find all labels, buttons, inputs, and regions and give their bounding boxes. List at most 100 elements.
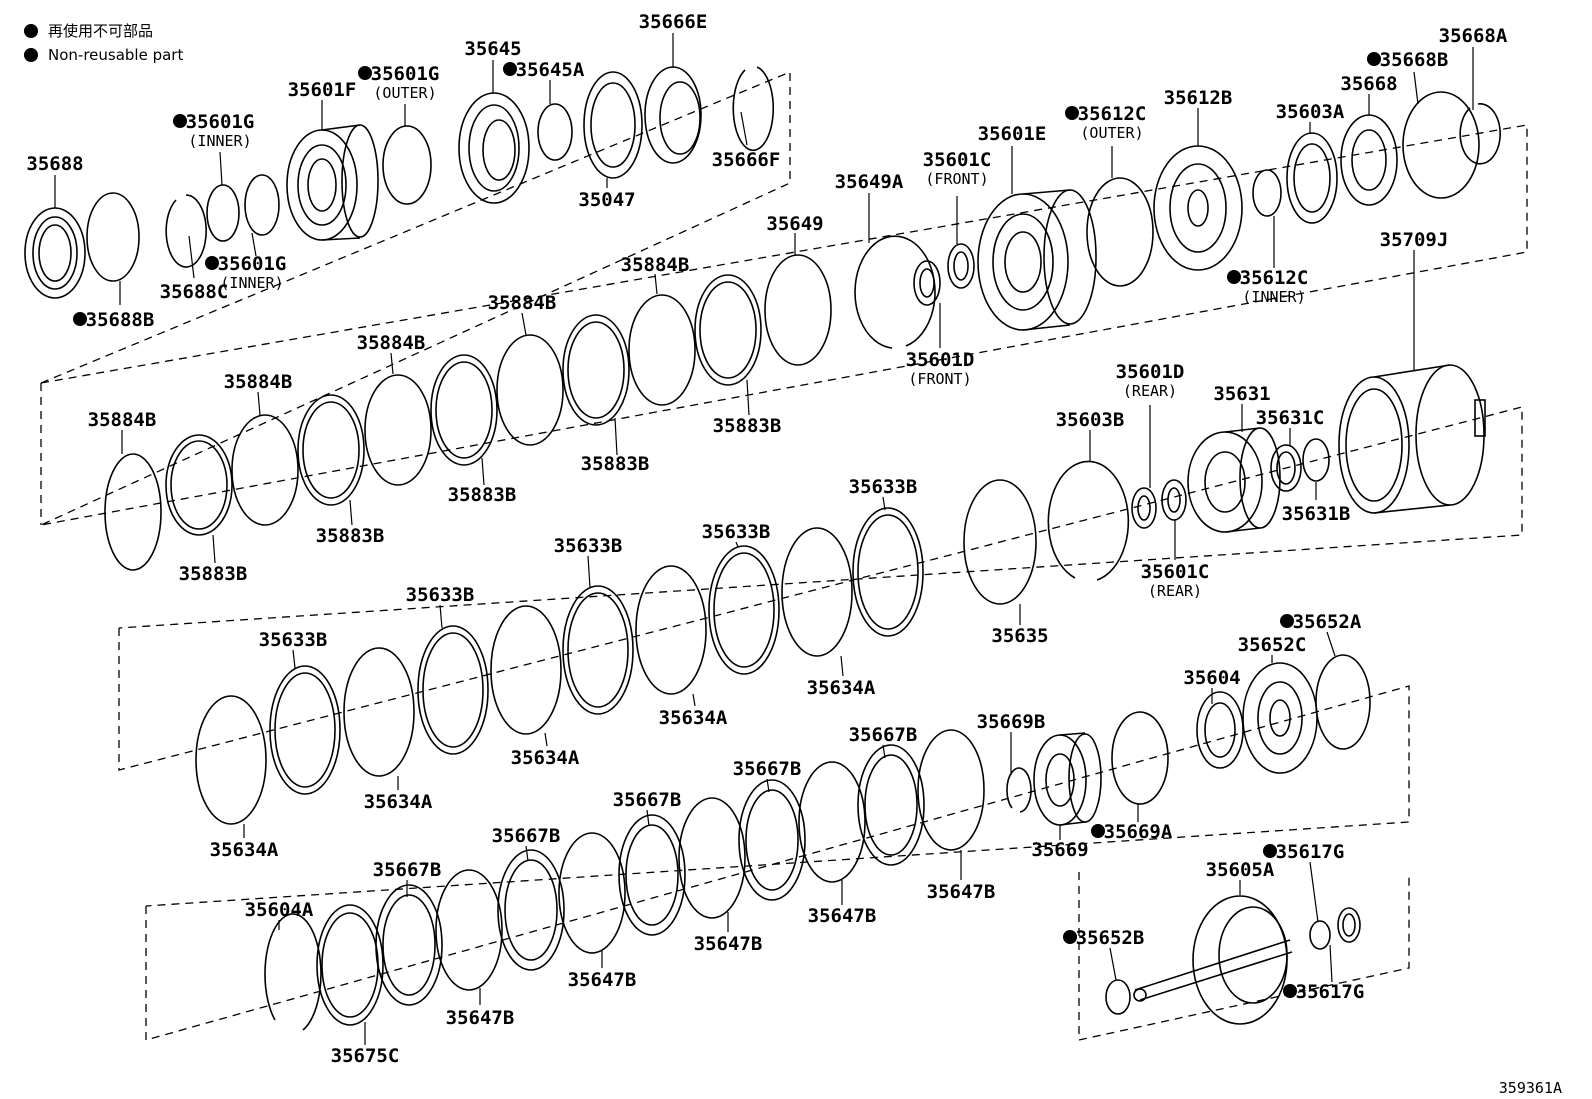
part-number-label: 35604 xyxy=(1183,667,1240,689)
part-number-label: 35634A xyxy=(659,707,728,729)
nonreusable-dot-icon xyxy=(1091,824,1105,838)
callout-35634a: 35634A xyxy=(807,677,876,699)
callout-35884b: 35884B xyxy=(621,254,690,276)
callout-35884b: 35884B xyxy=(488,292,557,314)
callout-35601g: 35601G(INNER) xyxy=(205,253,286,292)
callout-35601c: 35601C(FRONT) xyxy=(923,149,992,188)
part-position-label: (REAR) xyxy=(1123,382,1177,400)
nonreusable-dot-icon xyxy=(73,312,87,326)
part-number-label: 35612C xyxy=(1240,267,1309,289)
part-number-label: 35604A xyxy=(245,899,314,921)
callout-35605a: 35605A xyxy=(1206,859,1275,881)
part-number-label: 35883B xyxy=(448,484,517,506)
part-number-label: 35883B xyxy=(581,453,650,475)
callout-35617g: 35617G xyxy=(1283,981,1364,1003)
drawing-id: 359361A xyxy=(1499,1079,1562,1097)
callout-35667b: 35667B xyxy=(613,789,682,811)
part-number-label: 35884B xyxy=(357,332,426,354)
part-number-label: 35612C xyxy=(1078,103,1147,125)
part-number-label: 35647B xyxy=(446,1007,515,1029)
callout-35601d: 35601D(REAR) xyxy=(1116,361,1185,400)
callout-35601d: 35601D(FRONT) xyxy=(906,349,975,388)
part-number-label: 35884B xyxy=(488,292,557,314)
part-position-label: (INNER) xyxy=(220,274,283,292)
part-number-label: 35603A xyxy=(1276,101,1345,123)
filled-circle-icon xyxy=(24,48,38,62)
callout-35667b: 35667B xyxy=(492,825,561,847)
part-number-label: 35645A xyxy=(516,59,585,81)
part-number-label: 35601D xyxy=(906,349,975,371)
part-number-label: 35649A xyxy=(835,171,904,193)
part-number-label: 35647B xyxy=(927,881,996,903)
callout-35634a: 35634A xyxy=(659,707,728,729)
callout-35688: 35688 xyxy=(26,153,83,175)
callout-35647b: 35647B xyxy=(927,881,996,903)
callout-35667b: 35667B xyxy=(849,724,918,746)
filled-circle-icon xyxy=(24,23,38,38)
clutch-c1-parts xyxy=(104,91,1501,571)
part-number-label: 35601D xyxy=(1116,361,1185,383)
callout-35647b: 35647B xyxy=(446,1007,515,1029)
part-number-label: 35652B xyxy=(1076,927,1145,949)
legend-row-en: Non-reusable part xyxy=(24,46,183,64)
part-number-label: 35883B xyxy=(179,563,248,585)
part-number-label: 35668 xyxy=(1340,73,1397,95)
callout-35669a: 35669A xyxy=(1091,821,1173,843)
part-number-label: 35883B xyxy=(316,525,385,547)
callout-35647b: 35647B xyxy=(808,905,877,927)
callout-35612c: 35612C(OUTER) xyxy=(1065,103,1146,142)
callout-35652b: 35652B xyxy=(1063,927,1144,949)
callout-35645a: 35645A xyxy=(503,59,585,81)
callout-35652a: 35652A xyxy=(1280,611,1362,633)
callout-35601f: 35601F xyxy=(288,79,357,101)
part-number-label: 35634A xyxy=(210,839,279,861)
part-number-label: 35603B xyxy=(1056,409,1125,431)
part-number-label: 35601G xyxy=(186,111,255,133)
legend-text-jp: 再使用不可部品 xyxy=(48,22,154,40)
nonreusable-dot-icon xyxy=(1063,930,1077,944)
nonreusable-dot-icon xyxy=(1065,106,1079,120)
callout-35603a: 35603A xyxy=(1276,101,1345,123)
callout-35635: 35635 xyxy=(991,625,1048,647)
part-number-label: 35688B xyxy=(86,309,155,331)
assembly-boundary-lines xyxy=(40,71,1528,1041)
part-number-label: 35633B xyxy=(702,521,771,543)
part-number-label: 35645 xyxy=(464,38,521,60)
legend-row-jp: 再使用不可部品 xyxy=(24,20,153,41)
part-number-label: 35601G xyxy=(218,253,287,275)
nonreusable-dot-icon xyxy=(503,62,517,76)
part-number-label: 35884B xyxy=(621,254,690,276)
callout-35633b: 35633B xyxy=(554,535,623,557)
part-number-label: 35631B xyxy=(1282,503,1351,525)
callout-35633b: 35633B xyxy=(259,629,328,651)
nonreusable-dot-icon xyxy=(205,256,219,270)
part-number-label: 35647B xyxy=(568,969,637,991)
callout-35668a: 35668A xyxy=(1439,25,1508,47)
clutch-c2-parts xyxy=(195,364,1486,825)
callout-35647b: 35647B xyxy=(568,969,637,991)
callout-35604: 35604 xyxy=(1183,667,1240,689)
callout-35633b: 35633B xyxy=(702,521,771,543)
callout-35631c: 35631C xyxy=(1256,407,1325,429)
callout-35709j: 35709J xyxy=(1380,229,1449,251)
part-number-label: 35884B xyxy=(88,409,157,431)
callout-35883b: 35883B xyxy=(316,525,385,547)
callout-35601g: 35601G(INNER) xyxy=(173,111,254,150)
part-position-label: (REAR) xyxy=(1148,582,1202,600)
callout-35675c: 35675C xyxy=(331,1045,400,1067)
callout-35883b: 35883B xyxy=(448,484,517,506)
part-number-label: 35631C xyxy=(1256,407,1325,429)
part-number-label: 35688C xyxy=(160,281,229,303)
callout-35604a: 35604A xyxy=(245,899,314,921)
part-number-label: 35647B xyxy=(808,905,877,927)
nonreusable-dot-icon xyxy=(1280,614,1294,628)
callout-35667b: 35667B xyxy=(733,758,802,780)
part-number-label: 35666E xyxy=(639,11,708,33)
callout-35634a: 35634A xyxy=(364,791,433,813)
legend-text-en: Non-reusable part xyxy=(48,46,184,64)
callout-35883b: 35883B xyxy=(581,453,650,475)
part-number-label: 35647B xyxy=(694,933,763,955)
callout-labels: 3568835688B35688C35601G(INNER)35601G(INN… xyxy=(26,11,1507,1067)
callout-35688c: 35688C xyxy=(160,281,229,303)
part-number-label: 35601E xyxy=(978,123,1047,145)
